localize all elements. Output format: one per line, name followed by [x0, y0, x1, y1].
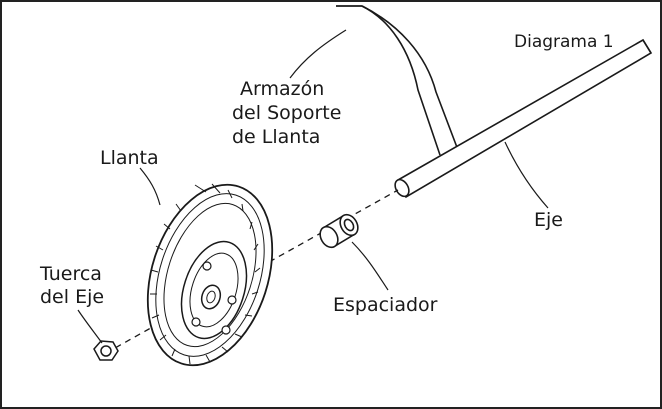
frame-label-line-3: de Llanta: [232, 126, 320, 148]
diagram-title: Diagrama 1: [514, 32, 614, 52]
wheel-support-frame: [336, 5, 459, 156]
wheel-bolts: [191, 261, 237, 335]
nut-leader: [77, 309, 103, 344]
spacer-label: Espaciador: [333, 294, 438, 316]
tire-tread: [150, 183, 261, 365]
spacer: [319, 213, 359, 249]
axle-nut: [93, 340, 119, 361]
axle-label: Eje: [534, 209, 563, 231]
frame-label-line-2: del Soporte: [232, 102, 341, 124]
axle: [394, 38, 653, 199]
wheel-label: Llanta: [100, 147, 159, 169]
frame-label-line-1: Armazón: [240, 78, 324, 100]
wheel-leader: [139, 167, 161, 206]
spacer-leader: [351, 241, 389, 291]
axle-leader: [504, 141, 549, 209]
nut-label-line-1: Tuerca: [39, 263, 102, 285]
wheel: [146, 183, 274, 367]
frame-leader: [289, 29, 347, 79]
nut-label-line-2: del Eje: [40, 286, 104, 308]
